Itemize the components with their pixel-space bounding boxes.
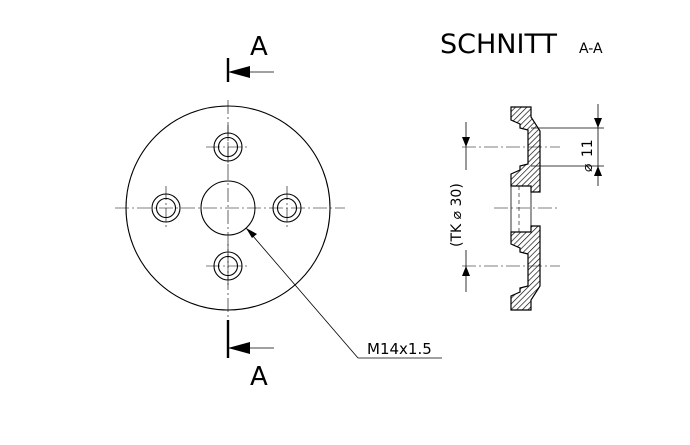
- arrowhead-icon: [462, 137, 470, 147]
- arrowhead-icon: [228, 66, 250, 78]
- section-cut-upper: [510, 106, 541, 193]
- hole-diameter-dimension: ⌀ 11: [531, 104, 604, 186]
- thread-label: M14x1.5: [367, 340, 432, 358]
- diameter-symbol-icon: ⌀: [580, 163, 596, 172]
- arrowhead-icon: [594, 118, 602, 128]
- bolt-hole-top: [206, 125, 250, 169]
- hole-diameter-label: ⌀ 11: [580, 139, 596, 172]
- bolt-hole-bottom: [206, 244, 250, 288]
- pitch-circle-dimension: (TK ⌀ 30): [449, 122, 477, 292]
- section-cut-lower: [510, 225, 541, 311]
- arrowhead-icon: [228, 342, 250, 354]
- arrowhead-icon: [462, 266, 470, 276]
- section-label-top: A: [250, 32, 268, 62]
- bolt-hole-right: [272, 186, 302, 230]
- flange-outline: [125, 105, 331, 311]
- arrowhead-icon: [246, 228, 257, 238]
- section-mark-top: A: [226, 32, 274, 82]
- front-view: A A M14x1.5: [115, 32, 442, 392]
- center-bore: [200, 180, 256, 236]
- pitch-circle-label: (TK ⌀ 30): [449, 183, 465, 247]
- thread-callout: M14x1.5: [245, 227, 442, 359]
- bolt-hole-left: [151, 186, 181, 230]
- section-view: SCHNITT A-A ⌀ 11: [440, 29, 604, 311]
- section-label-bottom: A: [250, 362, 268, 392]
- section-title: SCHNITT: [440, 29, 557, 60]
- section-title-sub: A-A: [579, 41, 603, 57]
- arrowhead-icon: [594, 166, 602, 176]
- section-mark-bottom: A: [226, 320, 274, 392]
